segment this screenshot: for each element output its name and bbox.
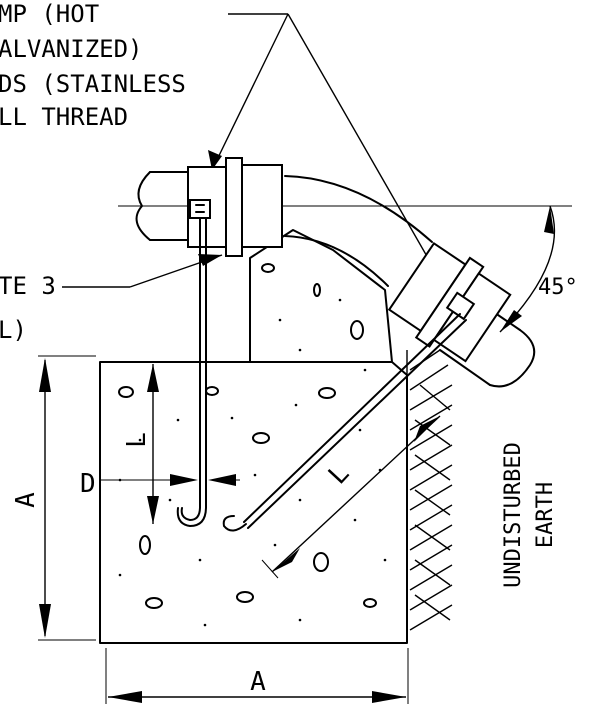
clamp-callout-line-1: MP (HOT xyxy=(0,0,99,28)
concrete-thrust-block xyxy=(99,229,408,644)
right-restraint-clamp xyxy=(387,241,512,363)
rod-callout-line-2: LL THREAD xyxy=(0,103,128,131)
vertical-embed-length-label: L xyxy=(122,432,152,448)
diameter-label: D xyxy=(80,469,96,499)
clamp-callout-line-2: ALVANIZED) xyxy=(0,35,143,63)
undisturbed-earth-label-line-2: EARTH xyxy=(533,482,558,548)
left-restraint-clamp xyxy=(187,157,283,257)
concrete-aggregate xyxy=(118,263,377,609)
bend-angle-label: 45° xyxy=(538,275,578,300)
pipe-assembly xyxy=(118,171,572,388)
callout-leaders xyxy=(62,13,454,301)
undisturbed-earth-hatch xyxy=(406,349,453,643)
note-callout-line-2: L) xyxy=(0,316,27,344)
undisturbed-earth-label-line-1: UNDISTURBED xyxy=(501,442,526,588)
diagonal-embed-length-label: L xyxy=(323,459,356,491)
dimension-lines xyxy=(38,205,556,704)
rod-callout-line-1: DS (STAINLESS xyxy=(0,70,186,98)
note-callout-line-1: TE 3 xyxy=(0,272,56,300)
width-dimension-label: A xyxy=(250,667,266,697)
tie-rods xyxy=(176,217,467,532)
concrete-speckle xyxy=(118,298,387,627)
depth-dimension-label: A xyxy=(11,492,41,508)
